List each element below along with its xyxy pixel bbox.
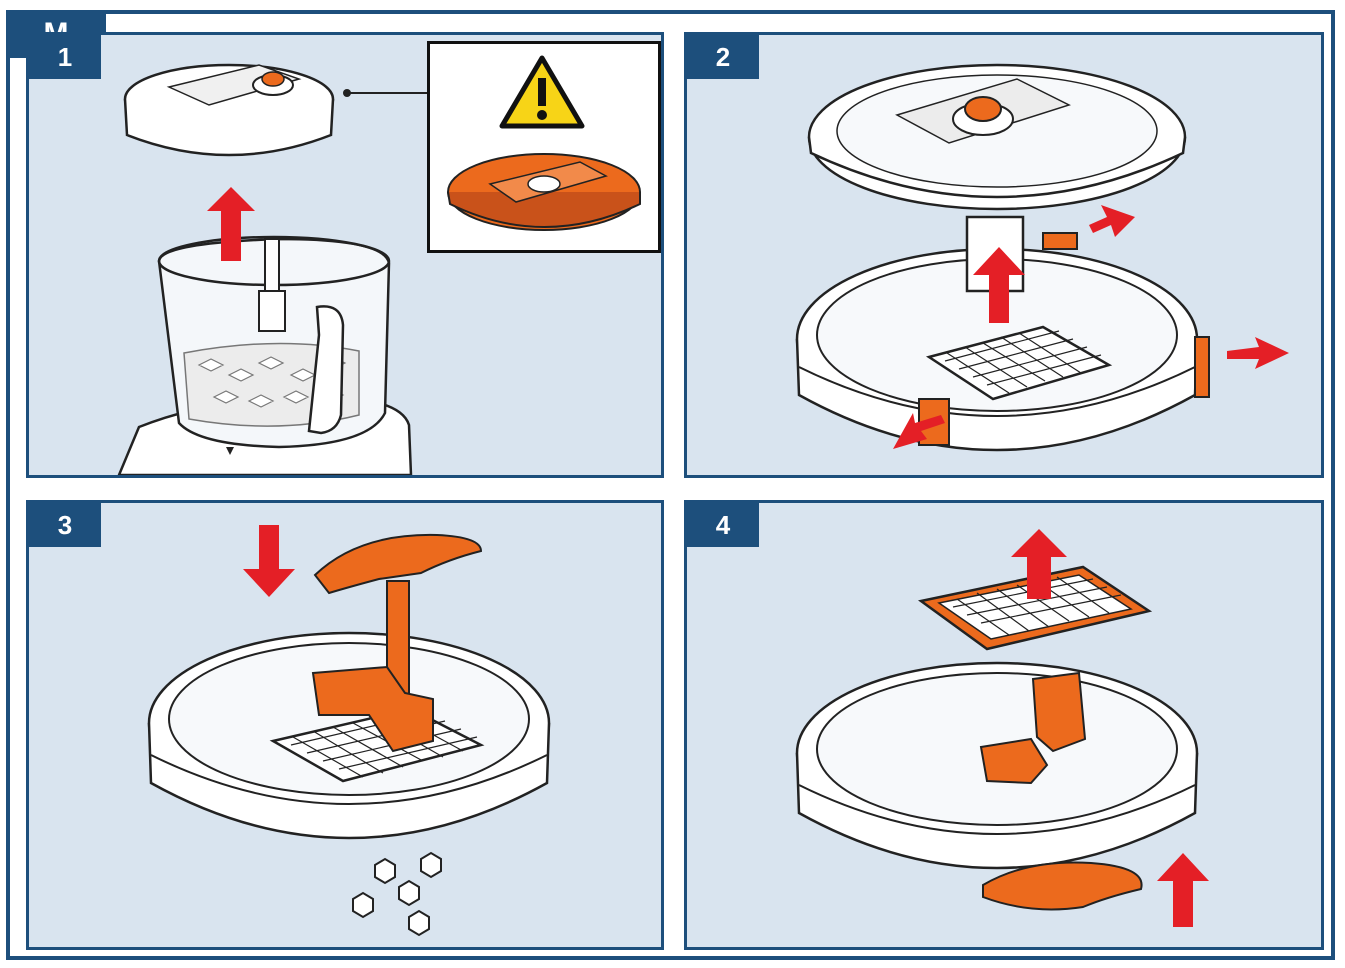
warning-callout-illustration	[447, 55, 641, 231]
arrow-down-icon	[243, 525, 295, 597]
arrow-up-icon	[1157, 853, 1209, 927]
panel-step-1: 1	[26, 32, 664, 478]
panel-step-2: 2	[684, 32, 1324, 478]
step-2-illustration	[795, 63, 1289, 452]
step-number-1: 1	[29, 35, 101, 79]
arrow-up-icon	[973, 247, 1025, 323]
step-number-3: 3	[29, 503, 101, 547]
arrow-up-icon	[207, 187, 255, 261]
arrow-right-icon	[1089, 205, 1135, 237]
arrow-down-icon	[893, 413, 945, 449]
arrow-up-icon	[1011, 529, 1067, 599]
step-4-illustration	[795, 529, 1209, 927]
warning-callout	[427, 41, 661, 253]
arrow-right-icon	[1227, 337, 1289, 369]
step-number-4: 4	[687, 503, 759, 547]
panel-step-3: 3	[26, 500, 664, 950]
step-1-illustration	[117, 63, 427, 475]
step-number-2: 2	[687, 35, 759, 79]
step-3-illustration	[147, 525, 551, 937]
panel-step-4: 4	[684, 500, 1324, 950]
